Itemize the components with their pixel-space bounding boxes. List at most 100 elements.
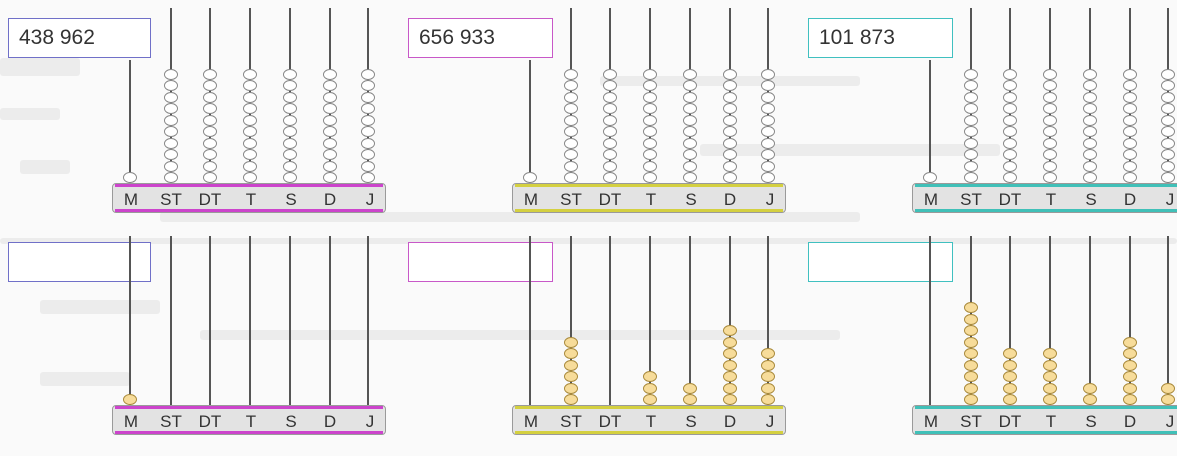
counted-bead <box>761 348 775 359</box>
guide-bead <box>283 172 297 183</box>
guide-bead <box>361 137 375 149</box>
guide-bead <box>1161 137 1175 149</box>
guide-bead <box>1161 91 1175 103</box>
guide-bead <box>361 126 375 137</box>
guide-bead <box>964 68 978 80</box>
guide-bead <box>723 160 737 172</box>
guide-bead <box>683 114 697 126</box>
guide-bead <box>603 137 617 149</box>
counted-bead <box>564 336 578 348</box>
guide-bead <box>1123 172 1137 183</box>
guide-bead <box>1123 68 1137 80</box>
guide-bead <box>361 160 375 172</box>
guide-bead <box>243 172 257 183</box>
guide-bead <box>203 114 217 126</box>
number-field[interactable] <box>8 242 151 282</box>
place-label-s: S <box>685 190 697 209</box>
guide-bead <box>723 114 737 126</box>
guide-bead <box>323 149 337 160</box>
guide-bead <box>323 91 337 103</box>
accent-stripe <box>115 406 383 409</box>
guide-bead <box>1161 103 1175 114</box>
place-label-d: D <box>323 412 337 431</box>
guide-bead <box>1083 80 1097 91</box>
guide-bead <box>523 172 537 183</box>
counted-bead <box>1123 348 1137 359</box>
guide-bead <box>323 80 337 91</box>
place-label-st: ST <box>560 190 582 209</box>
place-label-d: D <box>1123 412 1137 431</box>
place-label-d: D <box>323 190 337 209</box>
guide-bead <box>564 172 578 183</box>
place-label-dt: DT <box>598 190 622 209</box>
abacus-rod <box>729 236 731 405</box>
guide-bead <box>683 80 697 91</box>
guide-bead <box>643 126 657 137</box>
abacus-rod <box>129 236 131 405</box>
guide-bead <box>283 91 297 103</box>
guide-bead <box>761 126 775 137</box>
guide-bead <box>564 91 578 103</box>
counted-bead <box>1003 359 1017 371</box>
guide-bead <box>1123 80 1137 91</box>
counted-bead <box>643 371 657 382</box>
guide-bead <box>323 172 337 183</box>
guide-bead <box>164 80 178 91</box>
guide-bead <box>723 137 737 149</box>
guide-bead <box>361 80 375 91</box>
number-field[interactable] <box>808 242 953 282</box>
guide-bead <box>603 126 617 137</box>
counted-bead <box>1161 382 1175 394</box>
guide-bead <box>964 149 978 160</box>
guide-bead <box>683 68 697 80</box>
guide-bead <box>564 126 578 137</box>
guide-bead <box>964 114 978 126</box>
number-field[interactable] <box>408 18 553 58</box>
guide-bead <box>361 91 375 103</box>
guide-bead <box>1161 160 1175 172</box>
guide-bead <box>964 126 978 137</box>
guide-bead <box>164 68 178 80</box>
number-field[interactable] <box>808 18 953 58</box>
abacus-rod <box>1129 236 1131 405</box>
counted-bead <box>964 348 978 359</box>
place-label-dt: DT <box>998 190 1022 209</box>
guide-bead <box>603 68 617 80</box>
abacus-rod <box>249 236 251 405</box>
abacus-rod <box>529 60 531 183</box>
place-label-m: M <box>123 412 139 431</box>
counted-bead <box>964 359 978 371</box>
guide-bead <box>243 160 257 172</box>
place-label-dt: DT <box>598 412 622 431</box>
place-label-s: S <box>1085 190 1097 209</box>
guide-bead <box>683 160 697 172</box>
guide-bead <box>723 172 737 183</box>
guide-bead <box>1003 172 1017 183</box>
place-label-s: S <box>285 190 297 209</box>
guide-bead <box>1083 114 1097 126</box>
guide-bead <box>564 80 578 91</box>
guide-bead <box>203 149 217 160</box>
guide-bead <box>243 91 257 103</box>
place-label-s: S <box>285 412 297 431</box>
counted-bead <box>1043 348 1057 359</box>
abacus-rod <box>929 236 931 405</box>
guide-bead <box>164 91 178 103</box>
number-field[interactable] <box>408 242 553 282</box>
counted-bead <box>964 336 978 348</box>
guide-bead <box>361 103 375 114</box>
guide-bead <box>1123 149 1137 160</box>
guide-bead <box>683 172 697 183</box>
counted-bead <box>1043 394 1057 405</box>
guide-bead <box>164 114 178 126</box>
guide-bead <box>643 172 657 183</box>
guide-bead <box>643 68 657 80</box>
number-field[interactable] <box>8 18 151 58</box>
abacus-rod <box>329 236 331 405</box>
guide-bead <box>361 149 375 160</box>
place-label-j: J <box>1165 190 1175 209</box>
counted-bead <box>1083 394 1097 405</box>
guide-bead <box>283 160 297 172</box>
